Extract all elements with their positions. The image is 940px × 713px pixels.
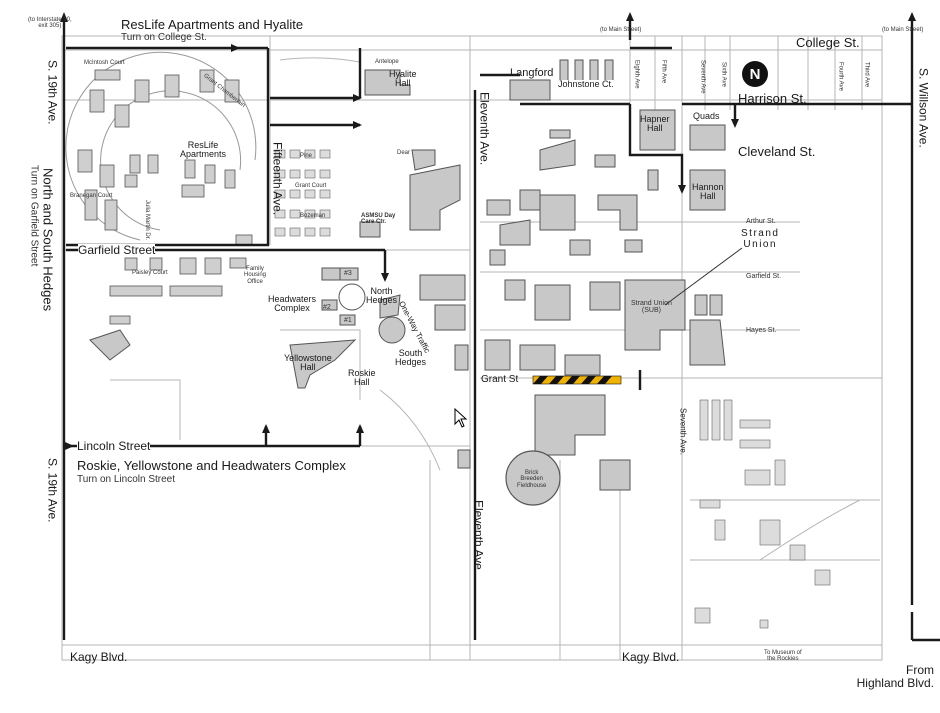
johnstone-ct-label: Johnstone Ct. (558, 79, 614, 90)
roskie-route-title: Roskie, Yellowstone and Headwaters Compl… (77, 458, 346, 473)
hedges-route-title: North and South Hedges (40, 168, 56, 312)
route-lines (62, 15, 940, 642)
cleveland-st-label: Cleveland St. (738, 144, 816, 159)
hyalite-building (364, 69, 411, 96)
quads-label: Quads (693, 111, 720, 121)
eleventh-ave-top: Eleventh Ave. (477, 92, 492, 166)
eleventh-ave-bottom: Eleventh Ave. (471, 500, 486, 574)
mcintosh-court-label: McIntosh Court (84, 60, 125, 66)
garfield-street-label: Garfield Street (78, 243, 156, 257)
sixth-ave-label: Sixth Ave (720, 62, 727, 87)
route-arrows (60, 12, 916, 450)
headwaters-circle (338, 283, 366, 311)
fieldhouse-dome (505, 450, 561, 506)
fourth-ave-label: Fourth Ave (837, 62, 844, 91)
willson-ave-label: S. Willson Ave. (916, 68, 931, 148)
hapner-hall-label: Hapner Hall (640, 114, 670, 134)
fifth-ave-label: Fifth Ave (660, 60, 667, 84)
harrison-st-label: Harrison St. (738, 91, 807, 106)
main-street-note-2: (to Main Street) (882, 27, 924, 33)
reslife-route-title: ResLife Apartments and Hyalite (121, 17, 304, 32)
grant-court-label: Grant Court (295, 183, 327, 189)
strand-union-sub-label: Strand Union (SUB) (631, 300, 672, 315)
kagy-blvd-mid: Kagy Blvd. (622, 650, 680, 664)
asmsu-daycare-label: ASMSU Day Care Ctr. (361, 213, 396, 226)
mouse-cursor-icon (454, 408, 468, 428)
headwaters-num3-label: #3 (344, 270, 352, 277)
strand-union-callout: Strand Union (741, 228, 780, 250)
headwaters-num2-label: #2 (323, 304, 331, 311)
brick-breeden-label: Brick Breeden Fieldhouse (517, 470, 547, 489)
fifteenth-ave-label: Fifteenth Ave. (270, 142, 285, 216)
julia-martin-label: Julia Martin Dr. (144, 200, 150, 241)
campus-buildings (89, 59, 726, 491)
langford-label: Langford (510, 67, 554, 79)
north-hedges-label: North Hedges (366, 286, 398, 306)
roskie-route-sub: Turn on Lincoln Street (77, 474, 176, 485)
family-housing-blocks (274, 149, 331, 237)
reslife-apartments-label: ResLife Apartments (180, 140, 227, 160)
eighth-ave-label: Eighth Ave (633, 60, 640, 89)
arthur-st-label: Arthur St. (746, 218, 776, 225)
lower-right-lots (694, 399, 831, 629)
seventh-ave-label: Seventh Ave. (678, 408, 688, 455)
museum-note: To Museum of the Rockies (764, 650, 802, 663)
strand-union-building (624, 279, 686, 351)
third-ave-label: Third Ave (863, 62, 870, 88)
garfield-st-small: Garfield St. (746, 273, 782, 280)
headwaters-num1-label: #1 (344, 317, 352, 324)
college-st-label: College St. (796, 35, 860, 50)
hedges-route-sub: Turn on Garfield Street (28, 165, 40, 267)
north-arrow-icon: N (742, 61, 768, 87)
paisley-court-label: Paisley Court (132, 270, 168, 276)
yellowstone-hall-label: Yellowstone Hall (284, 353, 332, 373)
from-highland-note: From Highland Blvd. (856, 663, 934, 690)
kagy-blvd-left: Kagy Blvd. (70, 650, 128, 664)
antelope-label: Antelope (375, 59, 399, 65)
hayes-st-label: Hayes St. (746, 327, 777, 334)
s19th-label-bottom: S. 19th Ave. (45, 458, 60, 523)
bozeman-label: Bozeman (300, 213, 326, 219)
strand-union-callout-line (664, 247, 743, 306)
pine-label: Pine (300, 153, 313, 159)
brick-breeden-area (534, 394, 606, 456)
s19th-label-top: S. 19th Ave. (45, 60, 60, 125)
grant-st-label: Grant St (481, 374, 519, 385)
street-grid (61, 35, 883, 661)
lincoln-street-label: Lincoln Street (77, 439, 151, 453)
reslife-route-sub: Turn on College St. (121, 32, 207, 43)
south-hedges-label: South Hedges (395, 348, 427, 368)
hannon-hall-label: Hannon Hall (692, 182, 724, 202)
headwaters-complex-label: Headwaters Complex (268, 294, 317, 314)
interstate-note: (to Interstate 90, exit 305) (28, 17, 72, 30)
dear-label: Dear (397, 150, 411, 156)
main-street-note-1: (to Main Street) (600, 27, 642, 33)
roskie-hall-label: Roskie Hall (348, 368, 376, 388)
grant-st-barrier (532, 375, 622, 385)
reslife-buildings (77, 69, 253, 325)
family-housing-label: Family Housing Office (244, 266, 267, 285)
hyalite-hall-label: Hyalite Hall (389, 69, 417, 89)
round-building (378, 316, 406, 344)
seventh-ave-small-label: Seventh Ave (699, 60, 706, 94)
branegan-court-label: Branegan Court (70, 193, 113, 199)
